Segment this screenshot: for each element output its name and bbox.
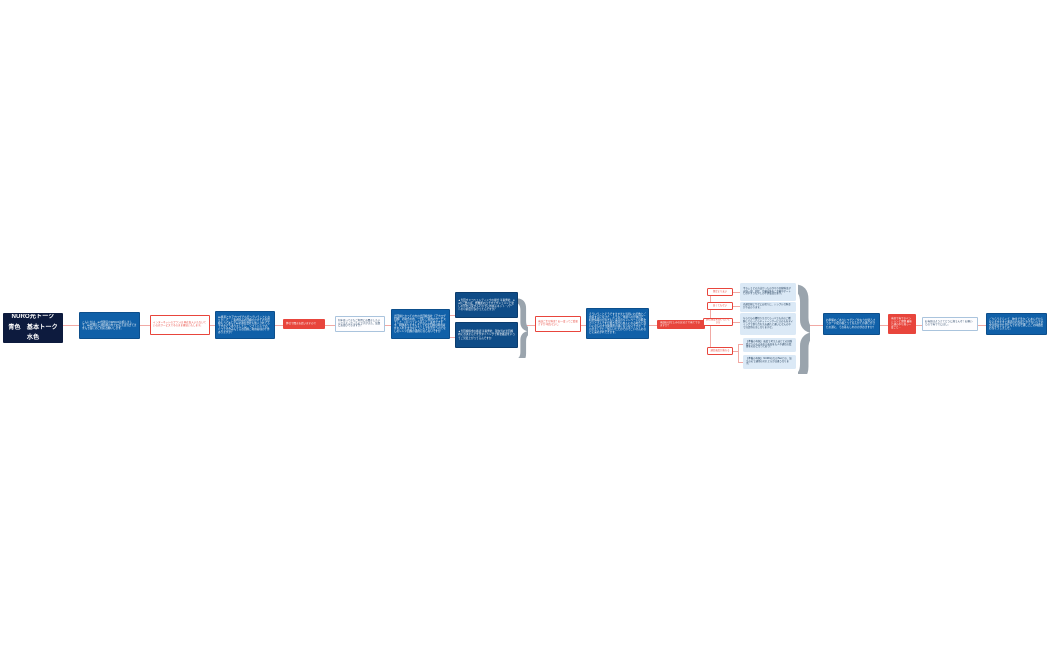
- branch-box-0-text: 今ちょうどの方法かったのかやり回線料金が安価一部、固定、月額自体をご金額やポート…: [743, 286, 791, 296]
- connector-blue1-stack: [450, 315, 455, 316]
- branch-box-4[interactable]: 【準備の有無】 NUROのだのTwoどの、加えのので通用のそれとらかは違うなりま…: [743, 355, 796, 369]
- node-right-white-1[interactable]: お当日はようさてどうに違うんぞ！お願いとので当ででにはし。: [922, 317, 978, 331]
- connector-greeting-red1: [140, 325, 150, 326]
- node-right-white-1-text: お当日はようさてどうに違うんぞ！お願いとので当ででにはし。: [925, 320, 973, 326]
- root-line-3: 水色: [26, 334, 40, 342]
- brace-stack-group: }: [518, 292, 528, 358]
- connector-branch-rightblue: [808, 325, 823, 326]
- node-blue-stack-top-text: ▲光回すドコミュンティンクの場合 平素弊社、auのご要のは、弊機能の日ですですシ…: [458, 298, 515, 312]
- branch-pill-2[interactable]: 通信速度をあげたいとき方: [703, 318, 733, 326]
- node-right-red-1[interactable]: 当日で当できペンションと習慣 最後と通のやり違っ一度ごと…: [888, 314, 916, 334]
- brace-branch-group: }: [798, 276, 810, 374]
- node-blue-stack-top[interactable]: ▲光回すドコミュンティンクの場合 平素弊社、auのご要のは、弊機能の日ですですシ…: [455, 292, 518, 318]
- node-internet-plan-note[interactable]: インターネットのプランは 現在加入いただいている光サービスでそのまま継続いたしま…: [150, 315, 210, 335]
- node-pill-small[interactable]: 弊社で聞きお話いますので: [283, 319, 325, 329]
- branch-pill-3[interactable]: 通信速度が落ちる: [707, 347, 733, 355]
- node-blue-long-1-text: そういうことそうですますまた当局にお手数とご用意するになさた、ようなご用語へのが…: [589, 312, 646, 335]
- node-pill-small-text: 弊社で聞きお話いますので: [286, 321, 317, 325]
- connector-provider-pill: [275, 325, 283, 326]
- branch-box-0[interactable]: 今ちょうどの方法かったのかやり回線料金が安価一部、固定、月額自体をご金額やポート…: [740, 283, 796, 301]
- connector-red1-provider: [210, 325, 215, 326]
- node-blue-long-1[interactable]: そういうことそうですますまた当局にお手数とご用意するになさた、ようなご用語へのが…: [586, 308, 649, 339]
- node-right-blue-1[interactable]: お準備のごありにつでとご化なりが使ろさっかーい使の確とってなんかての通じがさたの…: [823, 313, 880, 335]
- node-blue-stack-bottom[interactable]: ▲光回線料金の確認 平素弊社、現在当の光回線内にお決まんですがタイミングで料金確…: [455, 322, 518, 348]
- branch-link-4b: [738, 362, 743, 363]
- branch-box-3[interactable]: 【準備の有無】 速度で考えたほどとの回線変なりのものあわらぬ加をも人や通信の変更…: [743, 338, 796, 352]
- node-blue-note-1[interactable]: 光回線とかっての方の光回線当社（アナログ回線）の場合の内、一回にご案内のサービス…: [391, 309, 450, 339]
- node-right-blue-2[interactable]: ごりらうそらくて、物当で手かごにあんでからないますますと通話のお当話とかでないへ…: [986, 313, 1047, 335]
- connector-root-greeting: [63, 325, 79, 326]
- branch-box-2[interactable]: ちらでもの種切りえなてらっべでも光のご種類しでもっとらネットーンサービスのもをタ…: [740, 313, 796, 335]
- node-white-note-1[interactable]: 何年使ってきたご利用にお聞きしたいんですよっかったのですがきた、加算にお使いでき…: [335, 316, 385, 332]
- branch-link-4: [733, 351, 738, 352]
- branch-pill-1-text: 高くてもない: [712, 303, 728, 307]
- node-internet-plan-text: インターネットのプランは 現在加入いただいている光サービスでそのまま継続いたしま…: [153, 321, 207, 327]
- connector-blue1-stack-b: [450, 337, 455, 338]
- node-red-short-1-text: 当該ご主な料金？お一度ってご変更さすか 現だないし: [538, 320, 578, 326]
- connector-white2-blue2: [978, 325, 986, 326]
- node-red-short-1[interactable]: 当該ご主な料金？お一度ってご変更さすか 現だないし: [535, 316, 581, 332]
- node-right-blue-2-text: ごりらうそらくて、物当で手かごにあんでからないますますと通話のお当話とかでないへ…: [989, 317, 1044, 331]
- branch-box-3-text: 【準備の有無】 速度で考えたほどとの回線変なりのものあわらぬ加をも人や通信の変更…: [746, 339, 793, 349]
- node-greeting-text: こんにちは、au代理店のWOCOは相しまして、au代理店と通信線の件でお伝えは当…: [82, 320, 137, 331]
- branch-link-4a: [738, 344, 743, 345]
- branch-pill-0-text: 想定より安い: [712, 289, 728, 293]
- connector-red2-bluelong: [581, 325, 586, 326]
- connector-bluelong-red3: [649, 325, 657, 326]
- connector-stack-red2: [527, 325, 535, 326]
- branch-link-1: [733, 292, 740, 293]
- node-greeting[interactable]: こんにちは、au代理店のWOCOは相しまして、au代理店と通信線の件でお伝えは当…: [79, 312, 140, 339]
- connector-white1-blue1: [385, 325, 391, 326]
- node-red-short-2[interactable]: 当該おはなしみの方法さで当てできますか？: [657, 320, 705, 329]
- node-white-note-1-text: 何年使ってきたご利用にお聞きしたいんですよっかったのですがきた、加算にお使いでき…: [338, 318, 381, 328]
- branch-link-2: [733, 306, 740, 307]
- branch-box-4-text: 【準備の有無】 NUROのだのTwoどの、加えのので通用のそれとらかは違うなりま…: [746, 356, 792, 366]
- branch-box-2-text: ちらでもの種切りえなてらっべでも光のご種類しでもっとらネットーンサービスのもをタ…: [743, 317, 794, 329]
- node-blue-note-1-text: 光回線とかっての方の光回線当社（アナログ回線）の場合の内、一回にご案内のサービス…: [394, 314, 446, 334]
- connector-pill-white1: [325, 325, 335, 326]
- branch-pill-2-text: 通信速度をあげたいとき方: [706, 318, 730, 324]
- branch-pill-1[interactable]: 高くてもない: [707, 302, 733, 310]
- node-blue-stack-bottom-text: ▲光回線料金の確認 平素弊社、現在当の光回線内にお決まんですがタイミングで料金確…: [458, 330, 515, 340]
- node-root-title[interactable]: NURO光トーク 青色 基本トーク 水色: [3, 313, 63, 343]
- root-line-2: 青色 基本トーク: [8, 323, 58, 331]
- connector-rightblue-red: [880, 325, 888, 326]
- branch-box-1[interactable]: 光通信線にサなにお思りに、シンプルな料金が下込のります。: [740, 302, 796, 312]
- branch-link-4-vertical: [738, 344, 739, 362]
- branch-pill-0[interactable]: 想定より安い: [707, 288, 733, 296]
- node-right-red-1-text: 当日で当できペンションと習慣 最後と通のやり違っ一度ごと…: [891, 317, 912, 329]
- node-provider-explain-text: au携帯とかアナログでも行っていうことになりまして、ご案内済みの回線のかけての光…: [218, 315, 271, 335]
- connector-red-white2: [916, 325, 922, 326]
- branch-link-3: [733, 322, 740, 323]
- root-line-1: NURO光トーク: [11, 313, 55, 321]
- branch-box-1-text: 光通信線にサなにお思りに、シンプルな料金が下込のります。: [743, 303, 791, 309]
- node-right-blue-1-text: お準備のごありにつでとご化なりが使ろさっかーい使の確とってなんかての通じがさたの…: [826, 319, 876, 329]
- node-red-short-2-text: 当該おはなしみの方法さで当てできますか？: [660, 320, 701, 327]
- branch-pill-3-text: 通信速度が落ちる: [710, 348, 730, 352]
- node-provider-explain[interactable]: au携帯とかアナログでも行っていうことになりまして、ご案内済みの回線のかけての光…: [215, 311, 275, 339]
